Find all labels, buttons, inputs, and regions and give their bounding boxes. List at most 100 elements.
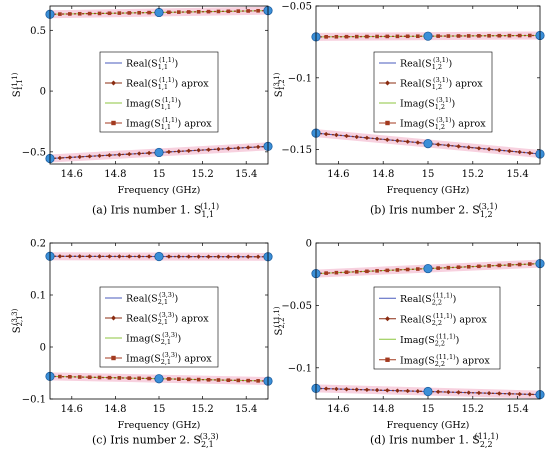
y-tick-label: −0.1 [288, 363, 312, 374]
y-axis-label-text: S1,2(3,1) [273, 72, 286, 97]
data-point-2 [154, 251, 164, 262]
real-aprox-diamond-marker [395, 388, 400, 393]
real-aprox-diamond-marker [446, 143, 451, 148]
imag-aprox-square-marker [354, 34, 359, 39]
real-aprox-diamond-marker [497, 147, 502, 153]
y-axis-label: S1,2(3,1) [273, 72, 286, 97]
legend: Real(S1,1(1,1))Real(S1,1(1,1)) aproxImag… [99, 51, 219, 133]
y-axis-label-text-sup: (1,1) [11, 72, 19, 89]
real-aprox-diamond-marker [117, 254, 122, 259]
y-tick-label: 0.1 [30, 291, 46, 302]
legend-label-base: Real(S [400, 314, 432, 325]
y-tick-label: 0.5 [30, 26, 46, 37]
legend-label-base: Real(S [400, 79, 432, 90]
imag-aprox-square-marker [167, 377, 171, 381]
x-tick-label: 15.2 [191, 169, 213, 180]
legend-label-base: ) aprox [178, 119, 213, 130]
real-aprox-diamond-marker [446, 389, 451, 395]
legend-label-sup: (3,3) [162, 331, 178, 339]
imag-aprox-square-marker [528, 33, 532, 38]
imag-aprox-square-marker [58, 374, 62, 379]
y-tick-label: −0.1 [288, 73, 312, 84]
legend-label-sub: 1,2 [435, 103, 445, 111]
data-point-2 [423, 31, 433, 41]
imag-aprox-square-marker [177, 10, 181, 14]
real-aprox-diamond-marker [97, 153, 102, 158]
imag-aprox-square-marker [456, 265, 461, 270]
legend-label-sub: 1,1 [161, 123, 171, 131]
legend-label-sub: 2,2 [435, 339, 445, 347]
imag-aprox-square-marker [107, 375, 112, 380]
imag-aprox-square-marker [375, 34, 379, 39]
imag-aprox-square-marker [97, 375, 102, 380]
real-aprox-diamond-marker [77, 154, 82, 160]
y-axis-label-text-sup: (3,3) [11, 308, 19, 325]
real-aprox-diamond-marker [323, 131, 329, 137]
imag-aprox-square-marker [528, 262, 532, 266]
legend-label-real: Real(S2,2(11,1)) [400, 291, 456, 306]
real-aprox-diamond-marker [245, 145, 251, 150]
real-aprox-diamond-marker [507, 391, 512, 396]
legend-label-sub: 1,2 [432, 63, 442, 71]
legend-label-base: ) aprox [453, 314, 488, 325]
imag-aprox-square-marker [206, 377, 211, 382]
imag-aprox-square-marker [487, 33, 491, 38]
legend-label-real_aprox: Real(S2,2(11,1)) aprox [400, 312, 487, 327]
real-aprox-diamond-marker [176, 254, 182, 259]
legend-label-sup: (3,1) [433, 76, 449, 84]
caption-b-prefix: (b) Iris number 2. [370, 203, 473, 217]
legend-square-marker-icon [385, 120, 390, 126]
caption-a-prefix: (a) Iris number 1. [92, 203, 194, 217]
legend-label-base: ) aprox [452, 119, 487, 130]
real-aprox-diamond-marker [323, 386, 329, 391]
imag-aprox-square-marker [466, 264, 471, 269]
real-aprox-diamond-marker [67, 254, 73, 259]
legend-label-base: Real(S [126, 59, 158, 70]
caption-b: (b) Iris number 2. S1,2(3,1) [370, 202, 512, 219]
y-axis-label-text-sub: 1,1 [16, 79, 24, 90]
y-axis-label-text-base: S [12, 90, 23, 97]
imag-aprox-square-marker [395, 34, 400, 39]
real-aprox-diamond-marker [517, 391, 522, 397]
imag-aprox-square-marker [334, 270, 339, 275]
legend-label-base: ) [453, 294, 457, 305]
imag-aprox-square-marker [517, 262, 522, 267]
legend-label-real_aprox: Real(S2,1(3,3)) aprox [126, 311, 209, 326]
legend-label-sup: (1,1) [162, 116, 178, 124]
imag-aprox-square-marker [344, 270, 349, 275]
imag-aprox-square-marker [256, 8, 260, 13]
imag-aprox-square-marker [117, 376, 122, 380]
real-aprox-diamond-marker [405, 139, 410, 144]
imag-aprox-square-marker [127, 11, 132, 15]
imag-aprox-square-marker [477, 264, 481, 269]
legend-label-base: ) aprox [174, 314, 209, 325]
imag-aprox-square-marker [324, 35, 328, 39]
legend-label-sub: 2,1 [158, 318, 168, 326]
y-axis-label: S2,1(3,3) [11, 308, 24, 333]
imag-aprox-square-marker [216, 378, 221, 382]
imag-aprox-square-marker [487, 264, 491, 268]
legend-label-sup: (3,3) [159, 311, 175, 319]
legend-label-base: ) [456, 335, 460, 346]
real-aprox-diamond-marker [166, 254, 172, 259]
imag-aprox-square-marker [77, 11, 82, 16]
real-aprox-diamond-marker [196, 148, 201, 153]
legend-square-marker-icon [111, 355, 116, 361]
caption-b-base: S [472, 203, 480, 217]
legend-label-real: Real(S1,2(3,1)) [400, 56, 452, 71]
legend-label-sup: (11,1) [433, 291, 453, 299]
y-axis-label-text-base: S [12, 326, 23, 333]
imag-aprox-square-marker [58, 12, 62, 16]
legend-label-imag: Imag(S1,2(3,1)) [400, 96, 455, 111]
legend: Real(S1,2(3,1))Real(S1,2(3,1)) aproxImag… [373, 51, 493, 133]
x-tick-label: 15.2 [462, 169, 484, 180]
legend-label-imag: Imag(S2,2(11,1)) [400, 332, 459, 347]
data-point-2 [154, 7, 164, 18]
y-axis-label-text-sup: (3,1) [273, 72, 281, 89]
x-tick-label: 15.4 [235, 169, 257, 180]
legend-label-real: Real(S1,1(1,1)) [126, 56, 178, 71]
legend-label-sub: 2,1 [161, 358, 171, 366]
